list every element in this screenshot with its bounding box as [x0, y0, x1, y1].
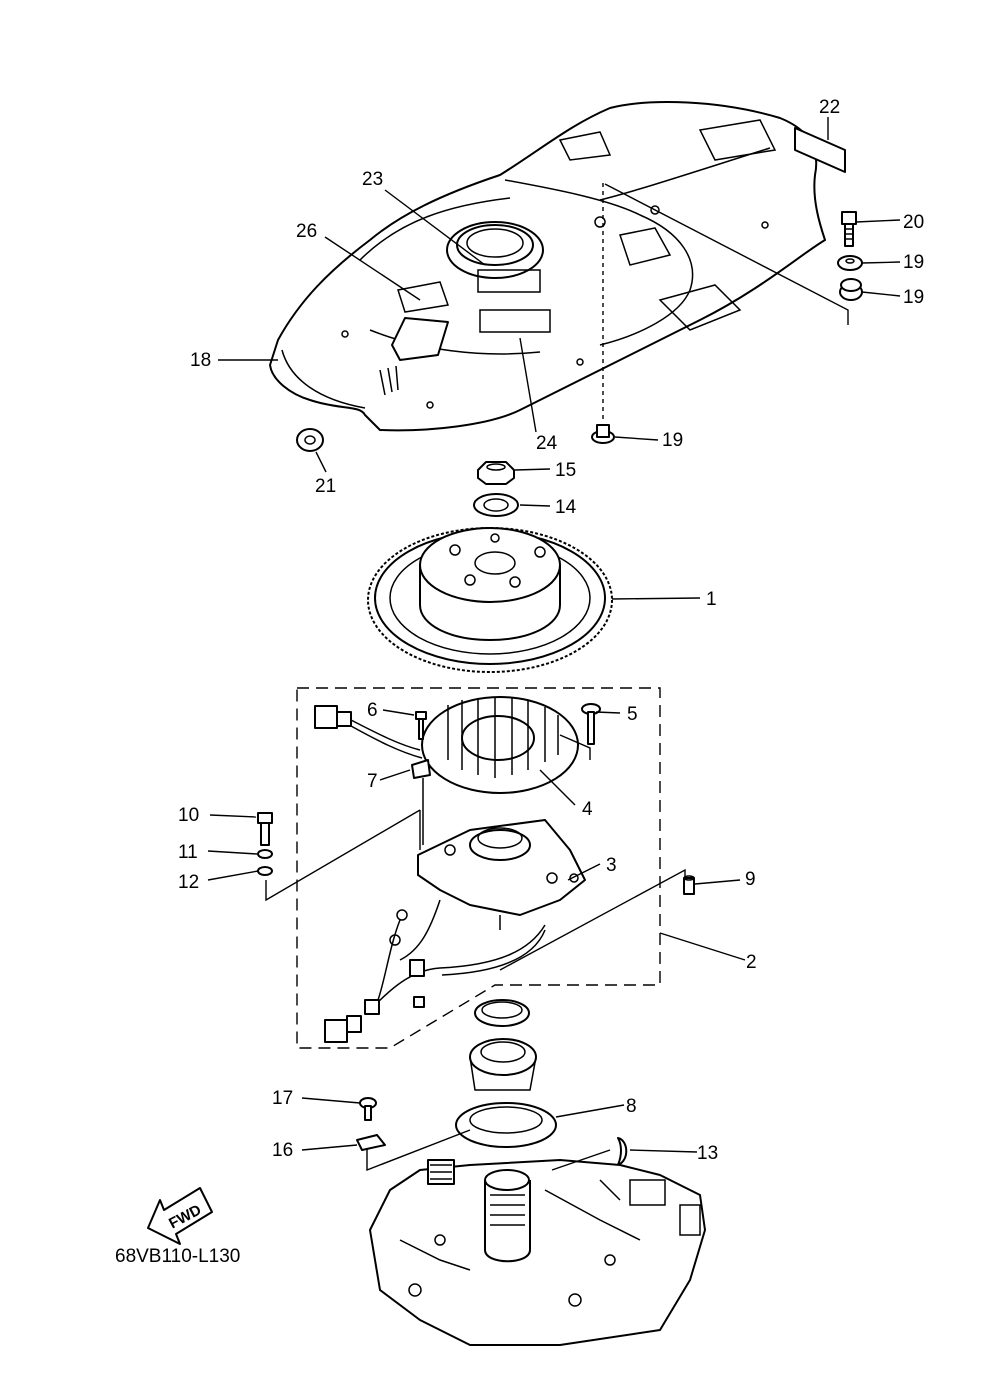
label-25 — [479, 309, 551, 333]
washer-12 — [257, 866, 273, 876]
base-3 — [417, 819, 586, 930]
callout-10: 10 — [178, 805, 199, 826]
ring-gear — [469, 999, 537, 1091]
callout-8: 8 — [626, 1096, 637, 1117]
collar-19-lower — [591, 424, 615, 444]
callout-1: 1 — [706, 589, 717, 610]
stator-coil-4 — [421, 696, 579, 794]
callout-14: 14 — [555, 497, 577, 518]
bolt-5 — [581, 703, 601, 745]
key-13 — [617, 1137, 628, 1166]
washer-19-right — [837, 255, 863, 271]
bolt-10 — [257, 812, 273, 846]
callout-7: 7 — [367, 771, 378, 792]
callout-22: 20 — [903, 212, 924, 233]
grommet-20 — [839, 278, 863, 301]
grommet-21 — [296, 428, 324, 452]
plate-8 — [455, 1102, 557, 1148]
callout-26: 26 — [296, 221, 317, 242]
callout-25: 24 — [536, 433, 558, 454]
callout-3: 3 — [606, 855, 617, 876]
callout-18: 18 — [190, 350, 211, 371]
flywheel-1 — [367, 527, 613, 673]
callout-6: 6 — [367, 700, 378, 721]
pin-9 — [683, 875, 695, 895]
label-24 — [477, 269, 541, 293]
callout-17: 17 — [272, 1088, 293, 1109]
callout-12: 12 — [178, 872, 199, 893]
callout-19-right: 19 — [903, 252, 924, 273]
bolt-17 — [359, 1097, 377, 1121]
callouts: 22 20 19 19 23 26 18 24 19 21 15 14 1 6 … — [178, 97, 924, 1164]
callout-11: 11 — [178, 842, 198, 863]
crankcase — [369, 1159, 706, 1346]
callout-15: 15 — [555, 460, 576, 481]
callout-2: 2 — [746, 952, 757, 973]
callout-21: 21 — [315, 476, 336, 497]
clamp-7 — [411, 759, 431, 779]
clip-16 — [356, 1134, 386, 1151]
decal-23 — [794, 127, 846, 173]
callout-5: 5 — [627, 704, 638, 725]
stator-connector — [314, 705, 423, 759]
bolt-22 — [841, 211, 857, 247]
callout-16: 16 — [272, 1140, 293, 1161]
label-26 — [397, 281, 450, 313]
leader-lines — [207, 117, 901, 1172]
callout-19-lower: 19 — [662, 430, 683, 451]
assembly-boundary-2 — [296, 687, 661, 1049]
washer-11 — [257, 849, 273, 859]
wire-harness — [324, 899, 546, 1043]
flywheel-cover — [269, 101, 826, 432]
callout-23: 22 — [819, 97, 840, 118]
washer-14 — [473, 493, 519, 517]
callout-9: 9 — [745, 869, 756, 890]
callout-20: 19 — [903, 287, 924, 308]
callout-24: 23 — [362, 169, 383, 190]
callout-13: 13 — [697, 1143, 718, 1164]
callout-4: 4 — [582, 799, 593, 820]
diagram-code: 68VB110-L130 — [115, 1246, 240, 1267]
screw-6 — [415, 711, 427, 740]
nut-15 — [477, 461, 515, 485]
fwd-arrow-icon: FWD — [147, 1187, 213, 1245]
